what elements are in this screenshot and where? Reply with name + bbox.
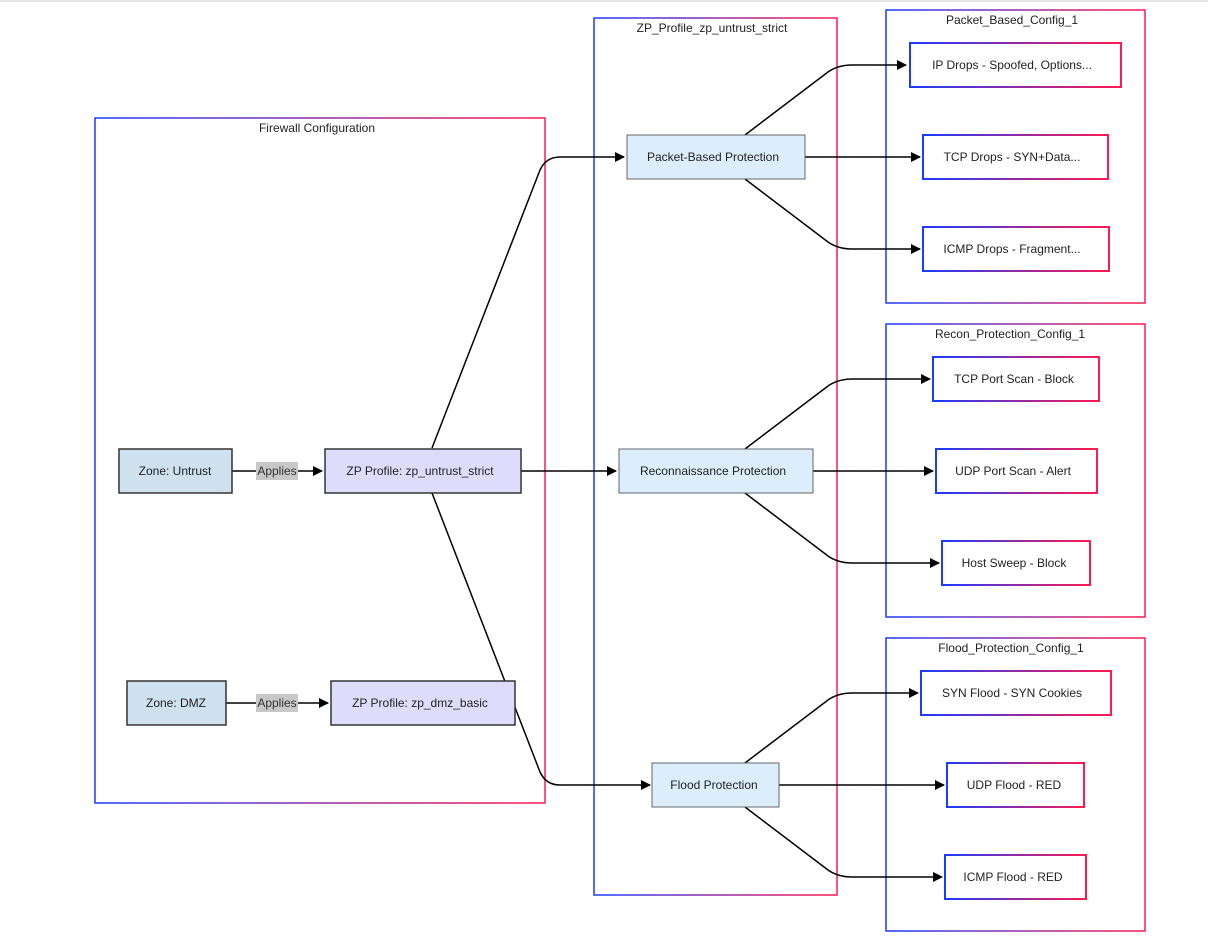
node-syn-flood[interactable]: SYN Flood - SYN Cookies [920, 670, 1112, 716]
node-udp-port-scan[interactable]: UDP Port Scan - Alert [935, 448, 1098, 494]
node-host-sweep[interactable]: Host Sweep - Block [941, 540, 1091, 586]
cluster-profile-label: ZP_Profile_zp_untrust_strict [637, 21, 788, 35]
svg-text:UDP Flood - RED: UDP Flood - RED [967, 778, 1062, 792]
edge-recon-to-host-sweep [744, 492, 940, 568]
node-flood-protection[interactable]: Flood Protection [651, 762, 780, 808]
node-zone-untrust[interactable]: Zone: Untrust [118, 448, 233, 494]
svg-text:SYN Flood - SYN Cookies: SYN Flood - SYN Cookies [942, 686, 1082, 700]
svg-text:Packet-Based Protection: Packet-Based Protection [647, 150, 779, 164]
node-icmp-flood[interactable]: ICMP Flood - RED [944, 854, 1087, 900]
node-ip-drops[interactable]: IP Drops - Spoofed, Options... [909, 42, 1122, 88]
edge-flood-to-syn-flood [744, 688, 919, 764]
edge-profile-to-flood [431, 492, 651, 790]
svg-text:Flood Protection: Flood Protection [670, 778, 757, 792]
edge-flood-to-icmp-flood [744, 806, 943, 882]
svg-text:Host Sweep - Block: Host Sweep - Block [962, 556, 1068, 570]
cluster-zp-profile: ZP_Profile_zp_untrust_strict [593, 17, 838, 896]
node-zp-profile-untrust[interactable]: ZP Profile: zp_untrust_strict [324, 448, 522, 494]
top-border-line [0, 0, 1208, 2]
svg-text:TCP Drops - SYN+Data...: TCP Drops - SYN+Data... [944, 150, 1081, 164]
svg-text:ICMP Flood - RED: ICMP Flood - RED [963, 870, 1062, 884]
node-tcp-port-scan[interactable]: TCP Port Scan - Block [932, 356, 1100, 402]
cluster-firewall-label: Firewall Configuration [259, 121, 375, 135]
node-reconnaissance-protection[interactable]: Reconnaissance Protection [618, 448, 814, 494]
svg-text:ZP Profile: zp_dmz_basic: ZP Profile: zp_dmz_basic [352, 696, 488, 710]
cluster-packet-label: Packet_Based_Config_1 [946, 13, 1078, 27]
edge-packet-to-ip-drops [744, 60, 907, 136]
edge-recon-to-tcp-scan [744, 374, 931, 450]
svg-text:Zone: DMZ: Zone: DMZ [146, 696, 206, 710]
edges [226, 60, 945, 882]
svg-text:Applies: Applies [257, 464, 296, 478]
cluster-recon-label: Recon_Protection_Config_1 [935, 327, 1085, 341]
cluster-flood-label: Flood_Protection_Config_1 [938, 641, 1084, 655]
node-packet-based-protection[interactable]: Packet-Based Protection [626, 134, 806, 180]
svg-text:ZP Profile: zp_untrust_strict: ZP Profile: zp_untrust_strict [346, 464, 494, 478]
svg-text:Reconnaissance Protection: Reconnaissance Protection [640, 464, 786, 478]
svg-text:Zone: Untrust: Zone: Untrust [139, 464, 212, 478]
svg-text:UDP Port Scan - Alert: UDP Port Scan - Alert [955, 464, 1071, 478]
edge-label-applies-dmz: Applies [256, 694, 298, 712]
node-udp-flood[interactable]: UDP Flood - RED [946, 762, 1085, 808]
svg-text:TCP Port Scan - Block: TCP Port Scan - Block [954, 372, 1075, 386]
svg-text:ICMP Drops - Fragment...: ICMP Drops - Fragment... [943, 242, 1080, 256]
edge-packet-to-icmp-drops [744, 178, 921, 254]
cluster-firewall-configuration: Firewall Configuration [94, 117, 546, 804]
node-icmp-drops[interactable]: ICMP Drops - Fragment... [922, 226, 1110, 272]
edge-profile-to-packet [431, 152, 625, 449]
node-zone-dmz[interactable]: Zone: DMZ [126, 680, 227, 726]
node-zp-profile-dmz[interactable]: ZP Profile: zp_dmz_basic [330, 680, 516, 726]
svg-text:IP Drops - Spoofed, Options...: IP Drops - Spoofed, Options... [932, 58, 1092, 72]
svg-text:Applies: Applies [257, 696, 296, 710]
edge-label-applies-untrust: Applies [256, 462, 298, 480]
node-tcp-drops[interactable]: TCP Drops - SYN+Data... [922, 134, 1109, 180]
